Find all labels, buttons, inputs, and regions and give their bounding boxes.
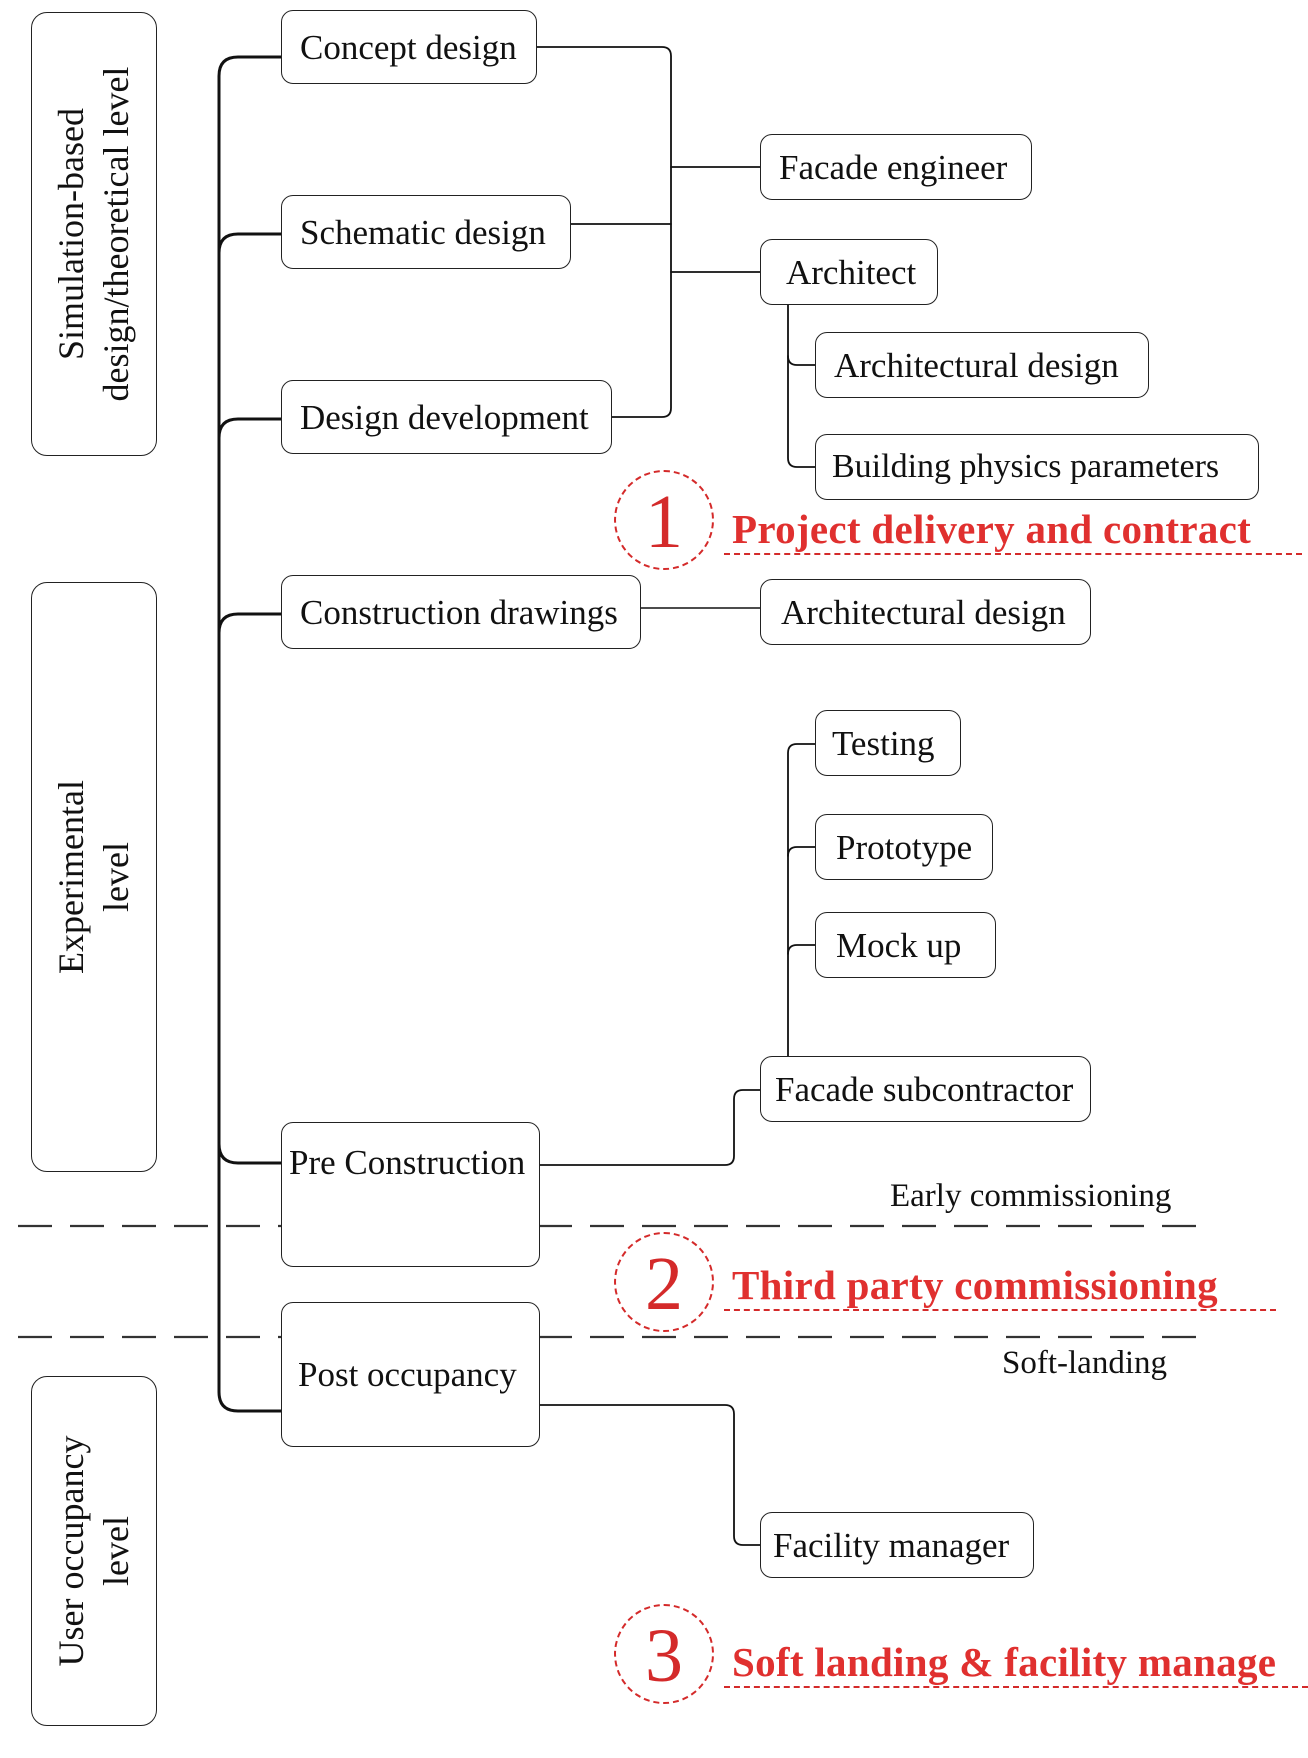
role-facility-manager: Facility manager xyxy=(760,1512,1034,1578)
phase-design-development: Design development xyxy=(281,380,612,454)
level-user-box: User occupancy level xyxy=(31,1376,157,1726)
preconstruction-to-subcontractor xyxy=(519,1089,764,1166)
early-commissioning-label: Early commissioning xyxy=(890,1178,1172,1214)
phase-construction-drawings: Construction drawings xyxy=(281,575,641,649)
architect-children-line xyxy=(787,301,819,468)
role-testing: Testing xyxy=(815,710,961,776)
highlight-badge-3: 3 xyxy=(614,1604,714,1704)
highlight-title-1: Project delivery and contract xyxy=(732,506,1252,552)
subcontractor-children-line xyxy=(787,743,819,1057)
role-facade-engineer: Facade engineer xyxy=(760,134,1032,200)
role-mock-up: Mock up xyxy=(815,912,996,978)
role-architect: Architect xyxy=(760,239,938,305)
role-building-physics-parameters: Building physics parameters xyxy=(815,434,1259,500)
highlight-underline-2 xyxy=(724,1309,1276,1311)
phase-pre-construction: Pre Construction xyxy=(281,1122,540,1267)
role-architectural-design: Architectural design xyxy=(815,332,1149,398)
highlight-badge-1: 1 xyxy=(614,470,714,570)
to-mockup xyxy=(787,944,819,955)
highlight-underline-1 xyxy=(724,553,1302,555)
highlight-underline-3 xyxy=(724,1686,1308,1688)
branch-preconstruction xyxy=(217,1142,283,1165)
level-simulation-box: Simulation-based design/theoretical leve… xyxy=(31,12,157,456)
to-prototype xyxy=(787,846,819,857)
phase-post-occupancy: Post occupancy xyxy=(281,1302,540,1447)
role-prototype: Prototype xyxy=(815,814,993,880)
architect-to-design xyxy=(787,355,819,366)
highlight-badge-2: 2 xyxy=(614,1232,714,1332)
branch-schematic xyxy=(217,232,283,255)
highlight-title-2: Third party commissioning xyxy=(732,1262,1218,1308)
level-simulation-label: Simulation-based design/theoretical leve… xyxy=(51,66,136,402)
phase-concept-design: Concept design xyxy=(281,10,537,84)
level-user-label: User occupancy level xyxy=(51,1435,136,1667)
phase-schematic-design: Schematic design xyxy=(281,195,571,269)
level-experimental-label: Experimental level xyxy=(51,780,136,974)
post-to-facility xyxy=(539,1404,764,1546)
role-facade-subcontractor: Facade subcontractor xyxy=(760,1056,1091,1122)
role-construction-architectural-design: Architectural design xyxy=(760,579,1091,645)
trunk-line xyxy=(217,55,283,1413)
design-bracket xyxy=(536,46,672,418)
soft-landing-label: Soft-landing xyxy=(1002,1345,1167,1381)
branch-development xyxy=(217,417,283,440)
level-experimental-box: Experimental level xyxy=(31,582,157,1172)
highlight-title-3: Soft landing & facility manage xyxy=(732,1639,1277,1685)
branch-construction xyxy=(217,612,283,635)
